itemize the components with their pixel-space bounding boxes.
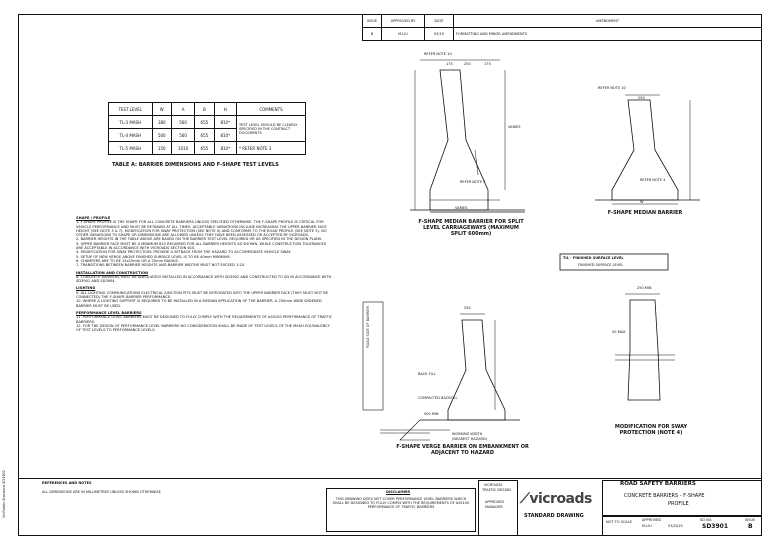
approved-value: M.LIU: [642, 524, 652, 528]
amend-cell: M.LIU: [381, 27, 425, 41]
org-line: MANAGER: [485, 505, 503, 509]
issue-label: ISSUE: [745, 518, 756, 522]
org-line: VICROADS: [484, 483, 503, 487]
median-split-label-refnote4: REFER NOTE 4: [460, 180, 486, 184]
title-line2: CONCRETE BARRIERS - F-SHAPE: [624, 493, 705, 499]
sway-caption: MODIFICATION FOR SWAY PROTECTION (NOTE 4…: [614, 424, 688, 436]
note-item: 6. CHAMFERS ARE TO BE 15x15mm OR A 20mm …: [76, 258, 179, 263]
verge-label-compacted: COMPACTED BACKFILL: [418, 396, 458, 400]
note-item: 2. BARRIER HEIGHTS IN THE TABLE ABOVE AR…: [76, 237, 323, 242]
references-note: ALL DIMENSIONS ARE IN MILLIMETRES UNLESS…: [42, 490, 161, 494]
date-value: 03/2019: [668, 524, 683, 528]
median-caption: F-SHAPE MEDIAN BARRIER: [607, 210, 683, 216]
table-cell: 150: [151, 141, 172, 155]
verge-label-roadside: ROAD SIDE OF BARRIER: [366, 306, 370, 348]
legend-line: FINISHED SURFACE LEVEL: [578, 263, 624, 267]
standard-drawing-label: STANDARD DRAWING: [524, 513, 584, 519]
disclaimer-heading: DISCLAIMER: [386, 490, 411, 494]
notes-heading: INSTALLATION AND CONSTRUCTION: [76, 270, 149, 275]
note-item: 1. F-SHAPE PROFILE IS THE SHAPE FOR ALL …: [76, 220, 327, 238]
notes-heading: LIGHTING: [76, 286, 96, 291]
note-item: 9. ALL LIGHTING COMMUNICATIONS ELECTRICA…: [76, 290, 328, 300]
sway-protection-drawing: [615, 293, 675, 401]
side-reference-text: VicRoads Standard SD3901: [2, 470, 6, 518]
note-item: 3. UPPER BARRIER FACE MUST BE A MINIMUM …: [76, 241, 327, 251]
issue-value: B: [748, 523, 753, 530]
title-line3: PROFILE: [668, 501, 689, 507]
note-item: 10. WHERE A LIGHTING SUPPORT IS REQUIRED…: [76, 299, 322, 308]
disclaimer-text: THIS DRAWING DOES NOT COVER PERFORMANCE …: [332, 497, 470, 510]
verge-label-backfill: BACK FILL: [418, 372, 436, 376]
verge-label-nearest: (NEAREST HAZARD): [452, 437, 488, 441]
logo-text: vicroads: [529, 491, 592, 507]
info-box: [602, 516, 762, 536]
amendment-table: ISSUE APPROVED BY DATE AMENDMENT B M.LIU…: [362, 14, 762, 41]
verge-label-500min: 500 MIN: [424, 412, 439, 416]
table-cell: 500: [151, 128, 172, 142]
table-row: TL-5 MASH 150 1010 655 810* * REFER NOTE…: [108, 141, 306, 155]
test-level-table: TEST LEVEL W A B H COMMENTS TL-3 MASH 38…: [108, 102, 306, 155]
median-split-label-175a: 175: [446, 62, 453, 66]
median-split-caption: F-SHAPE MEDIAN BARRIER FOR SPLIT LEVEL C…: [418, 219, 524, 237]
amend-cell: FORMATTING AND MINOR AMENDMENTS: [453, 27, 762, 41]
sd-number: SD3901: [702, 523, 729, 530]
table-caption: TABLE A: BARRIER DIMENSIONS AND F-SHAPE …: [112, 162, 279, 168]
median-split-label-ref: REFER NOTE 10: [424, 52, 452, 56]
notes-heading: PERFORMANCE LEVEL BARRIERS: [76, 310, 142, 315]
org-line: APPROVED: [485, 500, 505, 504]
disclaimer-box: [326, 488, 476, 532]
note-item: 4. MODIFICATION FOR SWAY PROTECTION: PRO…: [76, 250, 291, 255]
note-item: 11. PERFORMANCE LEVEL BARRIERS MUST BE D…: [76, 315, 333, 324]
note-item: 5. SETUP OF NEW VERGE ABOVE FINISHED SUR…: [76, 254, 231, 259]
median-split-label-varies2: VARIES: [455, 206, 468, 210]
sway-label-250min: 250 MIN: [637, 286, 652, 290]
title-block: [18, 478, 762, 536]
verge-label-250: 250: [464, 306, 471, 310]
legend-title: TIL - FINISHED SURFACE LEVEL: [563, 256, 624, 260]
vicroads-logo: ⟋vicroads: [520, 491, 592, 507]
median-label-ref: REFER NOTE 10: [598, 86, 626, 90]
verge-caption: F-SHAPE VERGE BARRIER ON EMBANKMENT OR A…: [396, 444, 529, 456]
table-row: TL-3 MASH 380 560 655 810* TEST LEVEL SH…: [108, 115, 306, 142]
org-line: TRAFFIC DESIGN: [482, 488, 511, 492]
median-label-refnote4: REFER NOTE 4: [640, 178, 666, 182]
median-split-barrier-drawing: [410, 59, 525, 213]
median-split-label-250: 250: [464, 62, 471, 66]
median-label-250: 250: [638, 96, 645, 100]
references-heading: REFERENCES AND NOTES: [42, 481, 92, 485]
note-item: 8. CONCRETE BARRIERS MUST BE ADEQUATELY …: [76, 274, 332, 284]
note-item: 12. FOR THE DESIGN OF PERFORMANCE LEVEL …: [76, 323, 330, 333]
median-split-label-varies: VARIES: [508, 125, 521, 129]
title-line1: ROAD SAFETY BARRIERS: [620, 481, 696, 487]
median-label-w: W: [640, 200, 644, 204]
note-item: 7. TRANSITIONS BETWEEN BARRIER HEIGHTS A…: [76, 263, 246, 268]
table-cell: 1010: [170, 141, 196, 155]
approved-label: APPROVED: [642, 518, 662, 522]
median-split-label-175b: 175: [484, 62, 491, 66]
logo-icon: ⟋: [520, 491, 530, 507]
sd-label: SD NO.: [700, 518, 713, 522]
table-cell: 655: [194, 141, 215, 155]
title-box: [602, 480, 762, 516]
scale-text: NOT TO SCALE: [606, 520, 632, 524]
table-cell: 810*: [213, 141, 238, 155]
org-box: [478, 480, 518, 536]
median-barrier-drawing: [595, 94, 700, 205]
verge-label-working: WORKING WIDTH: [452, 432, 483, 436]
notes-heading: SHAPE / PROFILE: [76, 216, 111, 220]
table-cell: * REFER NOTE 3: [236, 141, 306, 155]
verge-barrier-drawing: [362, 301, 520, 441]
general-notes: SHAPE / PROFILE 1. F-SHAPE PROFILE IS TH…: [76, 213, 334, 332]
sway-label-50max: 50 MAX: [612, 330, 626, 334]
table-cell: TEST LEVEL SHOULD BE CLEARLY SPECIFIED I…: [236, 115, 306, 142]
